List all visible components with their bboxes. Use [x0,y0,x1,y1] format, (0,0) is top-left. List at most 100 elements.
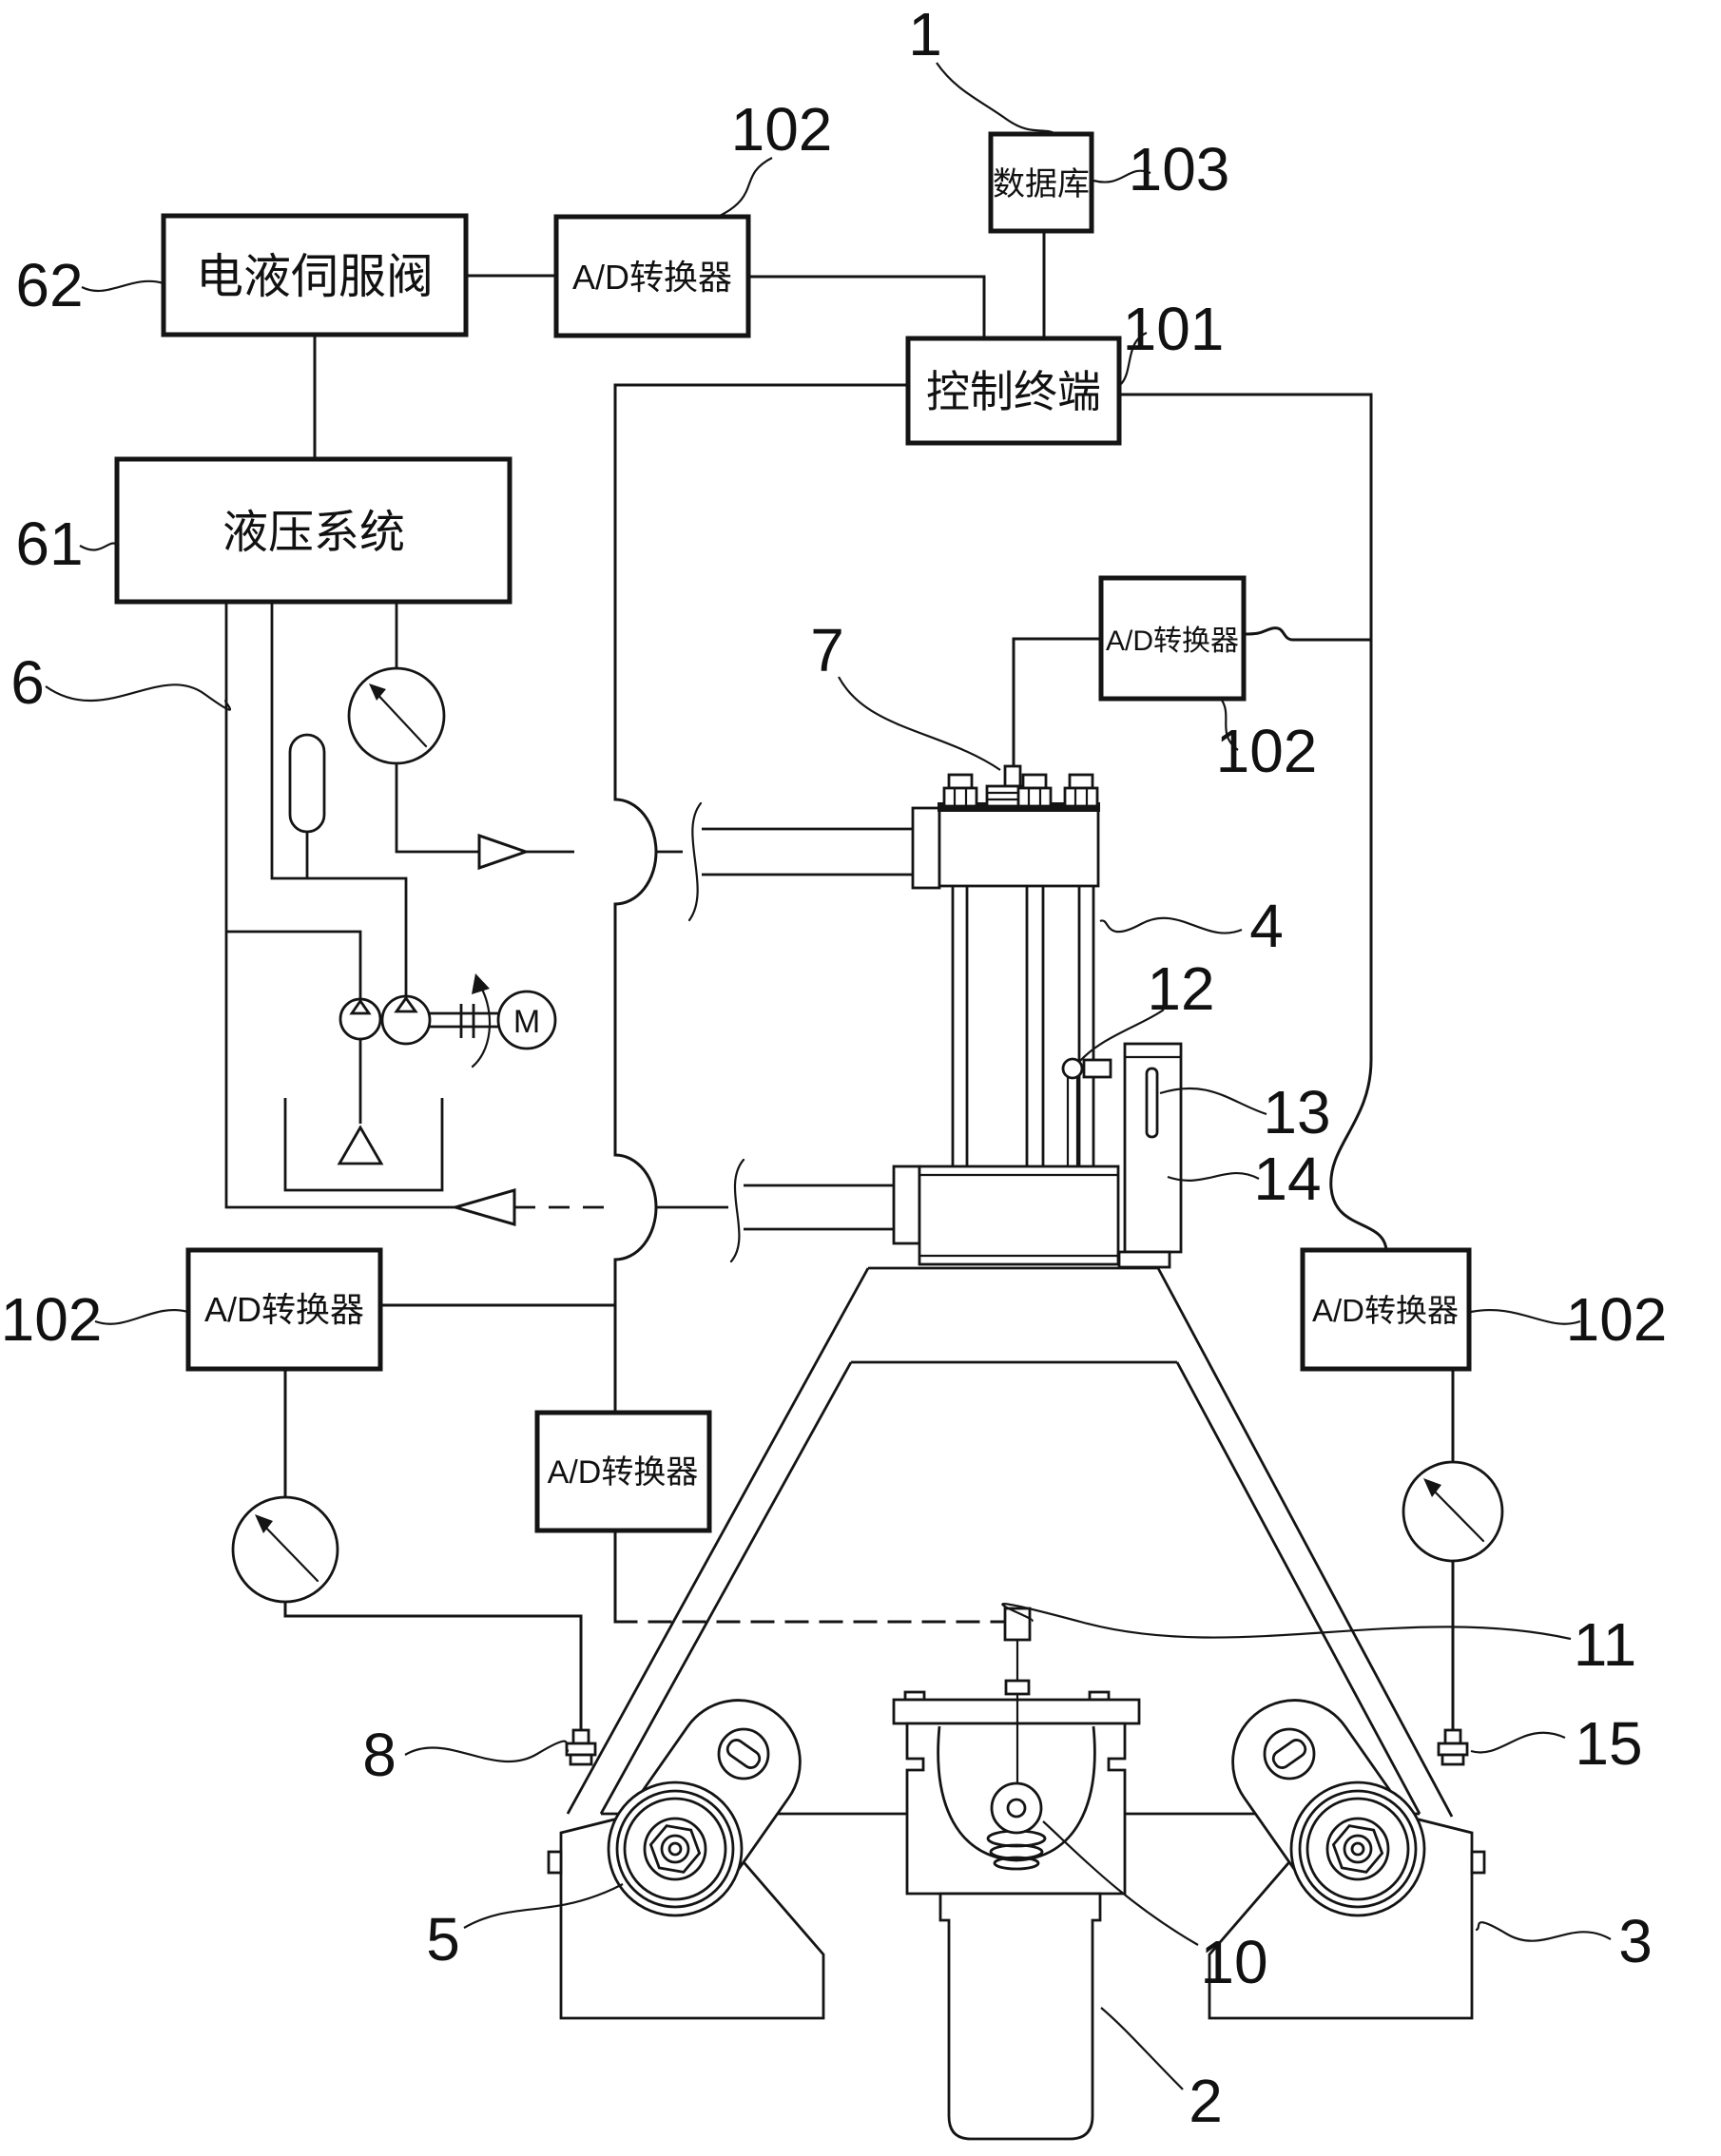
adc-top-box [553,214,751,338]
leader-6 [45,683,232,711]
leader-102-left [94,1309,189,1325]
ref-label-10: 10 [1200,1928,1267,1996]
bolt-body [1016,786,1053,808]
bolt-facets [953,786,968,808]
ref-label-7: 7 [810,616,844,684]
gauge-right-arrowhead [1423,1478,1441,1497]
ref-label-102-left: 102 [1,1285,103,1354]
leader-5 [463,1883,624,1929]
force-sensor-8 [565,1728,597,1766]
leader-102-cylinder [1220,698,1239,751]
left-pin-slot [725,1739,762,1769]
roller-ring [1305,1797,1410,1901]
leader-11 [1001,1603,1572,1641]
shaft-coupling [459,1004,475,1038]
roller-ring-inner [1325,1817,1390,1881]
leader-102-right [1470,1309,1581,1325]
die-cavity [937,1725,1096,1862]
signal-wires [283,229,1455,1732]
adc-middle-box [534,1410,712,1533]
ref-label-62: 62 [15,251,83,319]
adc-right-box [1300,1247,1472,1372]
leader-61 [79,542,120,551]
leader-62 [81,279,164,293]
sensor15-base [1441,1753,1465,1766]
washer-stack-ring [993,1856,1040,1871]
left-roller [607,1781,744,1917]
leader-1 [936,62,1058,136]
leader-14 [1167,1172,1260,1182]
sensor7-stem [1003,764,1022,788]
adc-cylinder-label: A/D转换器 [1106,626,1239,657]
cylinder-barrel-rods [951,886,1095,1166]
ref-label-5: 5 [426,1905,460,1973]
accumulator-icon [288,733,326,834]
sensor8-flange [565,1742,597,1757]
wire-terminal-right [1117,393,1373,642]
ref-label-11: 11 [1574,1610,1636,1679]
head-bolts [942,773,1099,808]
cylinder-bottom-cap [918,1165,1120,1266]
ref-label-102-cylinder: 102 [1216,717,1318,785]
bolt-cap [1068,773,1094,790]
rotation-arrow [471,981,492,1068]
pressure-line-left [395,763,479,854]
rotation-arrowhead-icon [472,973,490,994]
adc-left-label: A/D转换器 [204,1290,364,1329]
scale-sensor-head-icon [1061,1057,1084,1080]
cylinder-head-block [938,802,1100,888]
hydraulic-circuit: M [224,602,728,1226]
gauge-top-needle-arrowhead [369,683,386,701]
wire-gauge-to-sensor8 [283,1600,583,1732]
bolt-cap [947,773,974,790]
sensor11-nut [1004,1679,1031,1696]
reference-leaders [45,62,1612,2090]
bolt-icon [942,773,978,808]
adc-middle-label: A/D转换器 [548,1454,699,1491]
gauge-left-needle [258,1519,319,1583]
adc-cylinder-box [1098,575,1247,702]
suction-branch [226,930,362,999]
sensor15-cap [1443,1728,1462,1745]
bottom-cylinder-2 [938,1892,1102,2141]
roller-ring-inner [643,1817,707,1881]
lower-rod-block [892,1165,921,1245]
adc-left-box [185,1247,383,1372]
control-terminal-box [905,336,1122,446]
adc-top-label: A/D转换器 [572,258,732,297]
leader-4 [1099,916,1243,934]
ref-label-12: 12 [1147,954,1214,1023]
return-rail [224,602,455,1209]
wire-crossing-loop-lower [613,1153,658,1261]
rod-break-upper [687,801,703,922]
leader-13 [1159,1087,1267,1116]
ref-label-2: 2 [1189,2067,1223,2135]
ref-label-6: 6 [10,648,45,717]
tank-filter-triangle-icon [337,1125,384,1165]
ref-label-14: 14 [1253,1145,1321,1213]
main-cylinder-assembly [687,764,1183,1269]
bolt-facets [1027,786,1042,808]
sensor15-flange [1437,1742,1469,1757]
forming-ball-bore [1006,1798,1027,1819]
left-block-notch [547,1850,563,1875]
rod-break-lower [729,1158,745,1263]
wire-link-adc2 [1242,626,1373,642]
servo-valve-box [161,213,469,337]
rod-eye-block [911,806,941,890]
right-block-notch [1470,1850,1486,1875]
motor-icon [496,990,557,1050]
wire-adc2-to-sensor7 [1012,637,1103,768]
leader-3 [1475,1921,1612,1942]
bolt-facets [1073,786,1089,808]
control-terminal-label: 控制终端 [926,367,1101,416]
oil-tank-icon [283,1098,444,1192]
pump-shaft [430,1011,498,1029]
scale-sensor-body [1082,1058,1112,1079]
frame-right-leg-inner [1175,1361,1421,1815]
ref-label-1: 1 [908,0,942,68]
bolt-body [1063,786,1099,808]
motor-label: M [513,1004,540,1040]
